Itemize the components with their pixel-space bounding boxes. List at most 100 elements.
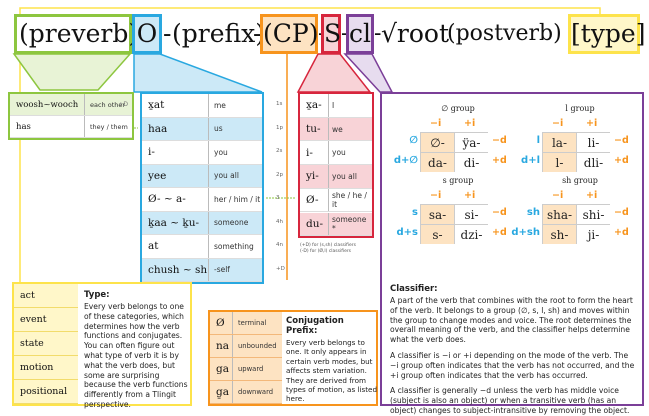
group-left-bottom: d+∅: [393, 155, 418, 166]
classifier-cell: shi-: [576, 204, 610, 224]
minus-i-label: −i: [430, 118, 442, 129]
cp-form: Ø: [216, 317, 225, 329]
person-label: 1p: [276, 124, 283, 131]
object-gloss: me: [214, 100, 226, 110]
preverb-label: (preverb): [19, 19, 139, 48]
group-name: s group: [442, 176, 474, 185]
plus-i-label: +i: [464, 190, 476, 201]
group-name: ∅ group: [441, 104, 475, 113]
subject-row: i-you: [300, 141, 372, 166]
divider: [208, 94, 209, 117]
classifier-cell: la-: [542, 132, 576, 152]
type-row: act: [14, 284, 78, 308]
subject-gloss: you all: [332, 171, 357, 181]
type-name: positional: [20, 386, 68, 397]
cp-gloss: terminal: [238, 319, 267, 327]
preverb-slot: (preverb): [14, 14, 138, 54]
object-form: yee: [148, 169, 167, 182]
divider: [208, 211, 209, 234]
type-slot: [type]: [568, 14, 645, 54]
subject-row: Ø-she / he / it: [300, 188, 372, 213]
subject-row: tu-we: [300, 117, 372, 142]
plus-d-label: +d: [614, 155, 629, 166]
divider: [208, 258, 209, 281]
minus-d-label: −d: [614, 135, 629, 146]
plus-d-label: +d: [614, 227, 629, 238]
object-row: yee you all: [142, 164, 262, 188]
cp-gloss: unbounded: [238, 342, 277, 350]
subject-form: tu-: [306, 123, 321, 136]
subject-form: x̱a-: [306, 99, 322, 112]
plus-i-label: +i: [464, 118, 476, 129]
preverb-form: woosh~wooch: [16, 99, 79, 110]
group-left-top: s: [412, 207, 418, 218]
classifier-cell: ÿa-: [454, 132, 488, 152]
object-gloss: you all: [214, 171, 239, 181]
object-form: at: [148, 240, 159, 253]
cp-slot: (CP): [260, 14, 318, 54]
minus-i-label: −i: [552, 190, 564, 201]
minus-i-label: −i: [552, 118, 564, 129]
divider: [328, 94, 329, 117]
person-label: 4n: [276, 242, 283, 248]
cp-gloss: upward: [238, 365, 264, 373]
subject-slot: S: [321, 14, 341, 54]
divider: [232, 335, 233, 357]
classifier-cell: ji-: [576, 224, 610, 244]
divider: [208, 235, 209, 258]
object-gloss: something: [214, 241, 254, 251]
type-row: state: [14, 332, 78, 356]
divider: [232, 358, 233, 380]
classifier-para2: A classifier is −i or +i depending on th…: [390, 350, 635, 380]
object-funnel: [133, 53, 263, 93]
divider: [208, 117, 209, 140]
divider: [208, 164, 209, 187]
cp-title: Conjugation Prefix:: [286, 316, 344, 336]
object-row: at something: [142, 235, 262, 259]
object-gloss: her / him / it: [214, 194, 261, 204]
classifier-cell: s-: [420, 224, 454, 244]
dash: -: [253, 19, 262, 48]
cp-label: (CP): [263, 19, 319, 48]
divider: [208, 188, 209, 211]
group-left-top: sh: [526, 207, 540, 218]
preverb-gloss: each other: [90, 100, 126, 109]
prefix-label: (prefix): [172, 19, 266, 48]
cp-gloss: downward: [238, 388, 274, 396]
minus-d-label: −d: [614, 207, 629, 218]
classifier-cell: di-: [454, 152, 488, 172]
type-name: motion: [20, 362, 54, 373]
subject-row: x̱a-I: [300, 94, 372, 118]
divider: [328, 188, 329, 212]
dash: -: [341, 21, 349, 46]
subject-row: yi-you all: [300, 165, 372, 189]
object-gloss: -self: [214, 265, 230, 275]
classifier-cell: li-: [576, 132, 610, 152]
object-gloss: someone: [214, 218, 249, 228]
person-label: 2p: [276, 171, 283, 178]
subject-form: yi-: [306, 170, 319, 183]
postverb-label: (postverb): [447, 21, 562, 46]
person-label: 2s: [276, 148, 283, 154]
classifier-para3: A classifier is generally −d unless the …: [390, 386, 630, 415]
group-left-bottom: d+s: [396, 227, 419, 238]
plus-i-label: +i: [586, 118, 598, 129]
subject-gloss: we: [332, 124, 343, 134]
person-label: 4h: [276, 218, 283, 225]
type-name: event: [20, 314, 47, 325]
classifier-cell: da-: [420, 152, 454, 172]
object-form: Ø- ~ a-: [148, 193, 186, 206]
minus-i-label: −i: [430, 190, 442, 201]
subject-label: S: [324, 19, 342, 48]
subject-gloss: she / he / it: [332, 191, 367, 210]
group-left-bottom: d+sh: [511, 227, 540, 238]
